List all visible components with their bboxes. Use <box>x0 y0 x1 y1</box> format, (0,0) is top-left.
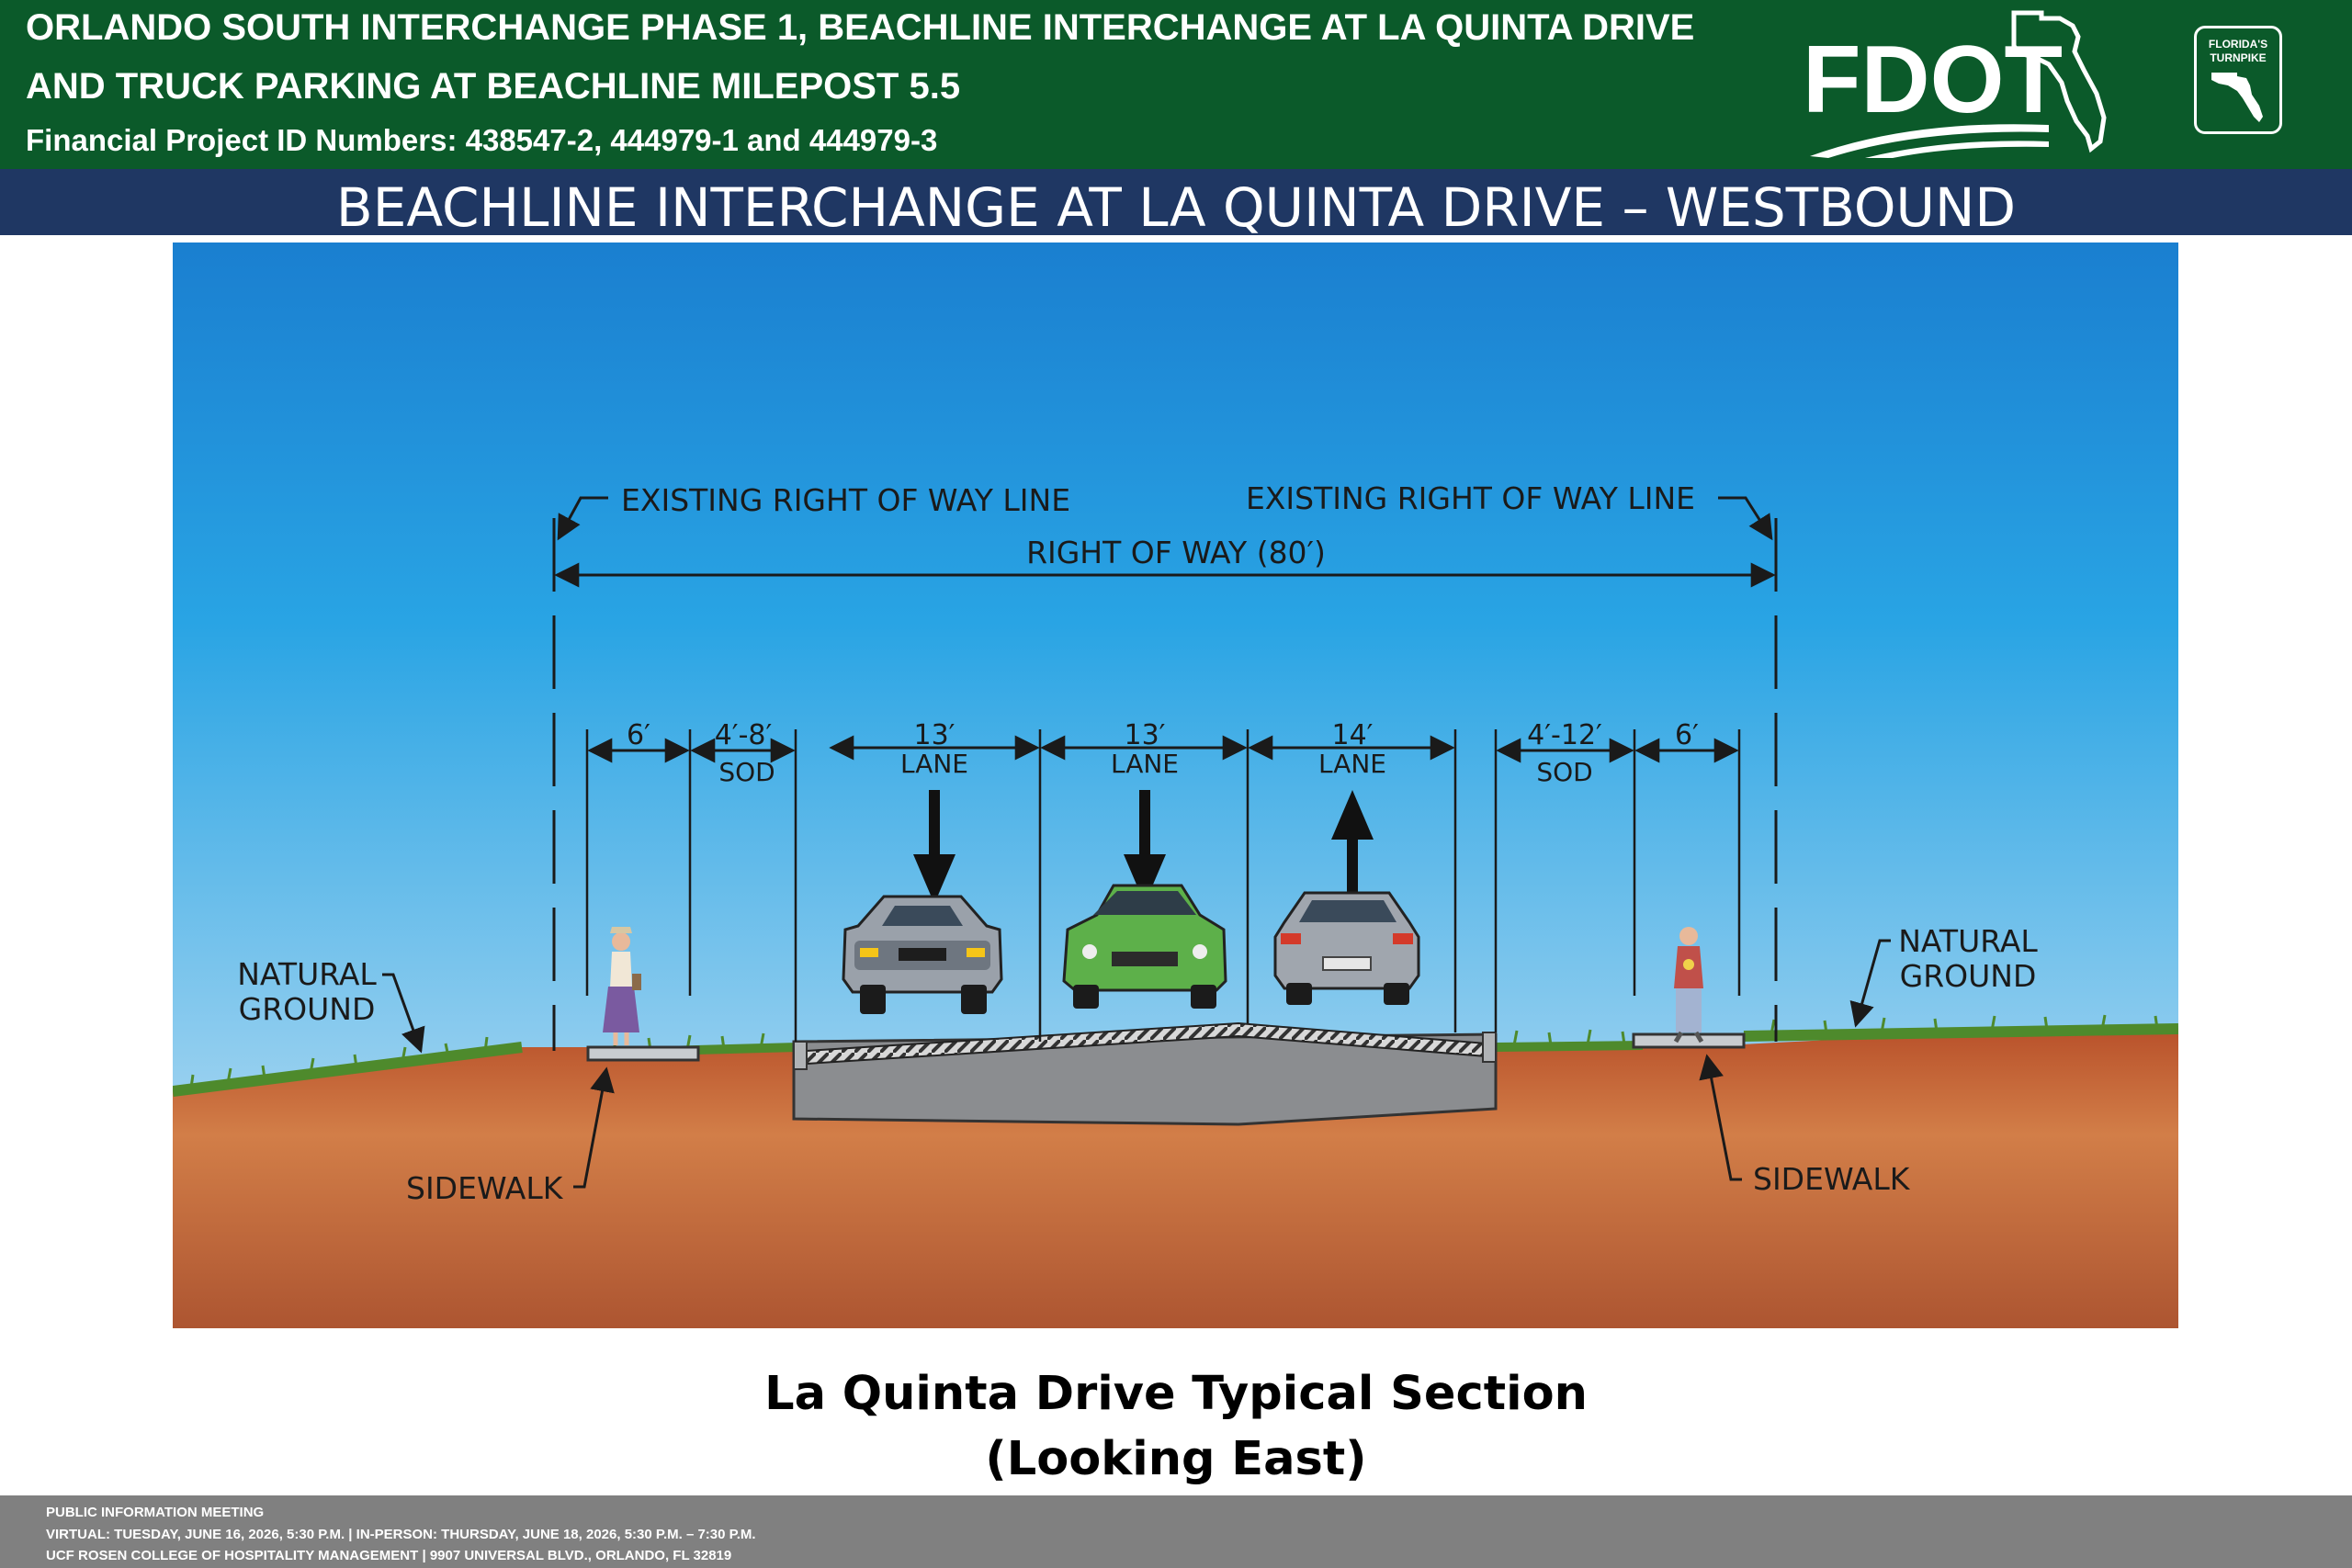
natural-ground-right-line1: NATURAL <box>1898 923 2038 959</box>
sidewalk-right-leader <box>1699 1054 1742 1181</box>
project-title-line-2: AND TRUCK PARKING AT BEACHLINE MILEPOST … <box>26 66 961 107</box>
section-banner-title: BEACHLINE INTERCHANGE AT LA QUINTA DRIVE… <box>335 176 2017 239</box>
row-leader-right <box>1718 496 1773 541</box>
dim-sod-left: 4′-8′ SOD <box>690 719 796 787</box>
dim-label: SOD <box>718 757 775 787</box>
dim-width: 14′ <box>1332 719 1374 751</box>
caption-subtitle: (Looking East) <box>985 1432 1367 1486</box>
dimension-extension-lines <box>585 729 1741 1042</box>
dim-width: 6′ <box>1675 719 1699 751</box>
sidewalk-right-slab <box>1632 1032 1746 1049</box>
car-silver-suv <box>842 895 1003 1014</box>
financial-project-ids: Financial Project ID Numbers: 438547-2, … <box>26 123 938 157</box>
footer-meeting-title: PUBLIC INFORMATION MEETING <box>46 1505 265 1520</box>
arrow-down-icon <box>913 790 956 904</box>
caption-title: La Quinta Drive Typical Section <box>764 1367 1588 1421</box>
typical-section-diagram: EXISTING RIGHT OF WAY LINE EXISTING RIGH… <box>173 243 2178 1328</box>
natural-ground-left-line1: NATURAL <box>237 956 377 992</box>
pedestrian-left <box>603 927 641 1045</box>
dim-lane-2: 13′ LANE <box>1040 719 1248 779</box>
dim-width: 4′-12′ <box>1527 719 1602 751</box>
sidewalk-left-slab <box>586 1045 700 1062</box>
dim-lane-3: 14′ LANE <box>1248 719 1455 779</box>
dimension-segments: 6′ 4′-8′ SOD 13′ LANE 13′ LANE 14′ LANE … <box>587 719 1739 787</box>
soil <box>173 1031 2178 1328</box>
row-dimension-label: RIGHT OF WAY (80′) <box>1026 535 1326 570</box>
pedestrian-right <box>1673 927 1704 1043</box>
sidewalk-left-label: SIDEWALK <box>406 1170 564 1206</box>
florida-map-icon <box>2211 73 2263 122</box>
project-title-line-1: ORLANDO SOUTH INTERCHANGE PHASE 1, BEACH… <box>26 7 1695 48</box>
turnpike-logo-text-line2: TURNPIKE <box>2210 51 2267 64</box>
florida-turnpike-logo: FLORIDA'S TURNPIKE <box>2194 26 2282 134</box>
row-leader-left <box>557 496 608 541</box>
footer-bar: PUBLIC INFORMATION MEETING VIRTUAL: TUES… <box>0 1495 2352 1568</box>
turnpike-logo-text-line1: FLORIDA'S <box>2208 38 2268 51</box>
row-label-right: EXISTING RIGHT OF WAY LINE <box>1246 480 1695 516</box>
sidewalk-right-label: SIDEWALK <box>1753 1161 1911 1197</box>
natural-ground-left-leader <box>382 973 425 1054</box>
dim-width: 13′ <box>1125 719 1166 751</box>
sidewalk-left-leader <box>573 1066 615 1189</box>
footer-meeting-location: UCF ROSEN COLLEGE OF HOSPITALITY MANAGEM… <box>46 1548 732 1563</box>
dim-sidewalk-left: 6′ <box>587 719 690 763</box>
fdot-logo: FDOT <box>1803 10 2107 158</box>
footer-meeting-dates: VIRTUAL: TUESDAY, JUNE 16, 2026, 5:30 P.… <box>46 1527 756 1542</box>
car-silver-hatchback <box>1273 891 1420 1005</box>
dim-sod-right: 4′-12′ SOD <box>1496 719 1634 787</box>
header-bar: ORLANDO SOUTH INTERCHANGE PHASE 1, BEACH… <box>0 0 2352 169</box>
dim-sidewalk-right: 6′ <box>1634 719 1739 763</box>
row-label-left: EXISTING RIGHT OF WAY LINE <box>621 482 1070 518</box>
arrow-up-icon <box>1331 790 1374 904</box>
natural-ground-right-line2: GROUND <box>1900 958 2037 994</box>
curb-left <box>793 1041 808 1070</box>
dim-label: SOD <box>1536 757 1592 787</box>
traffic-direction-arrows <box>913 790 1374 904</box>
natural-ground-right-leader <box>1849 939 1891 1028</box>
fdot-logo-text: FDOT <box>1803 27 2063 133</box>
section-banner: BEACHLINE INTERCHANGE AT LA QUINTA DRIVE… <box>0 169 2352 239</box>
dim-lane-1: 13′ LANE <box>829 719 1040 779</box>
natural-ground-left-line2: GROUND <box>239 991 376 1027</box>
arrow-down-icon <box>1124 790 1166 904</box>
car-green-sedan <box>1062 884 1227 1009</box>
dim-width: 6′ <box>627 719 650 751</box>
dim-label: LANE <box>900 749 968 779</box>
figure-caption: La Quinta Drive Typical Section (Looking… <box>0 1361 2352 1492</box>
dim-width: 4′-8′ <box>715 719 773 751</box>
curb-right <box>1482 1032 1497 1063</box>
dim-label: LANE <box>1111 749 1179 779</box>
dim-width: 13′ <box>914 719 956 751</box>
dim-label: LANE <box>1318 749 1386 779</box>
